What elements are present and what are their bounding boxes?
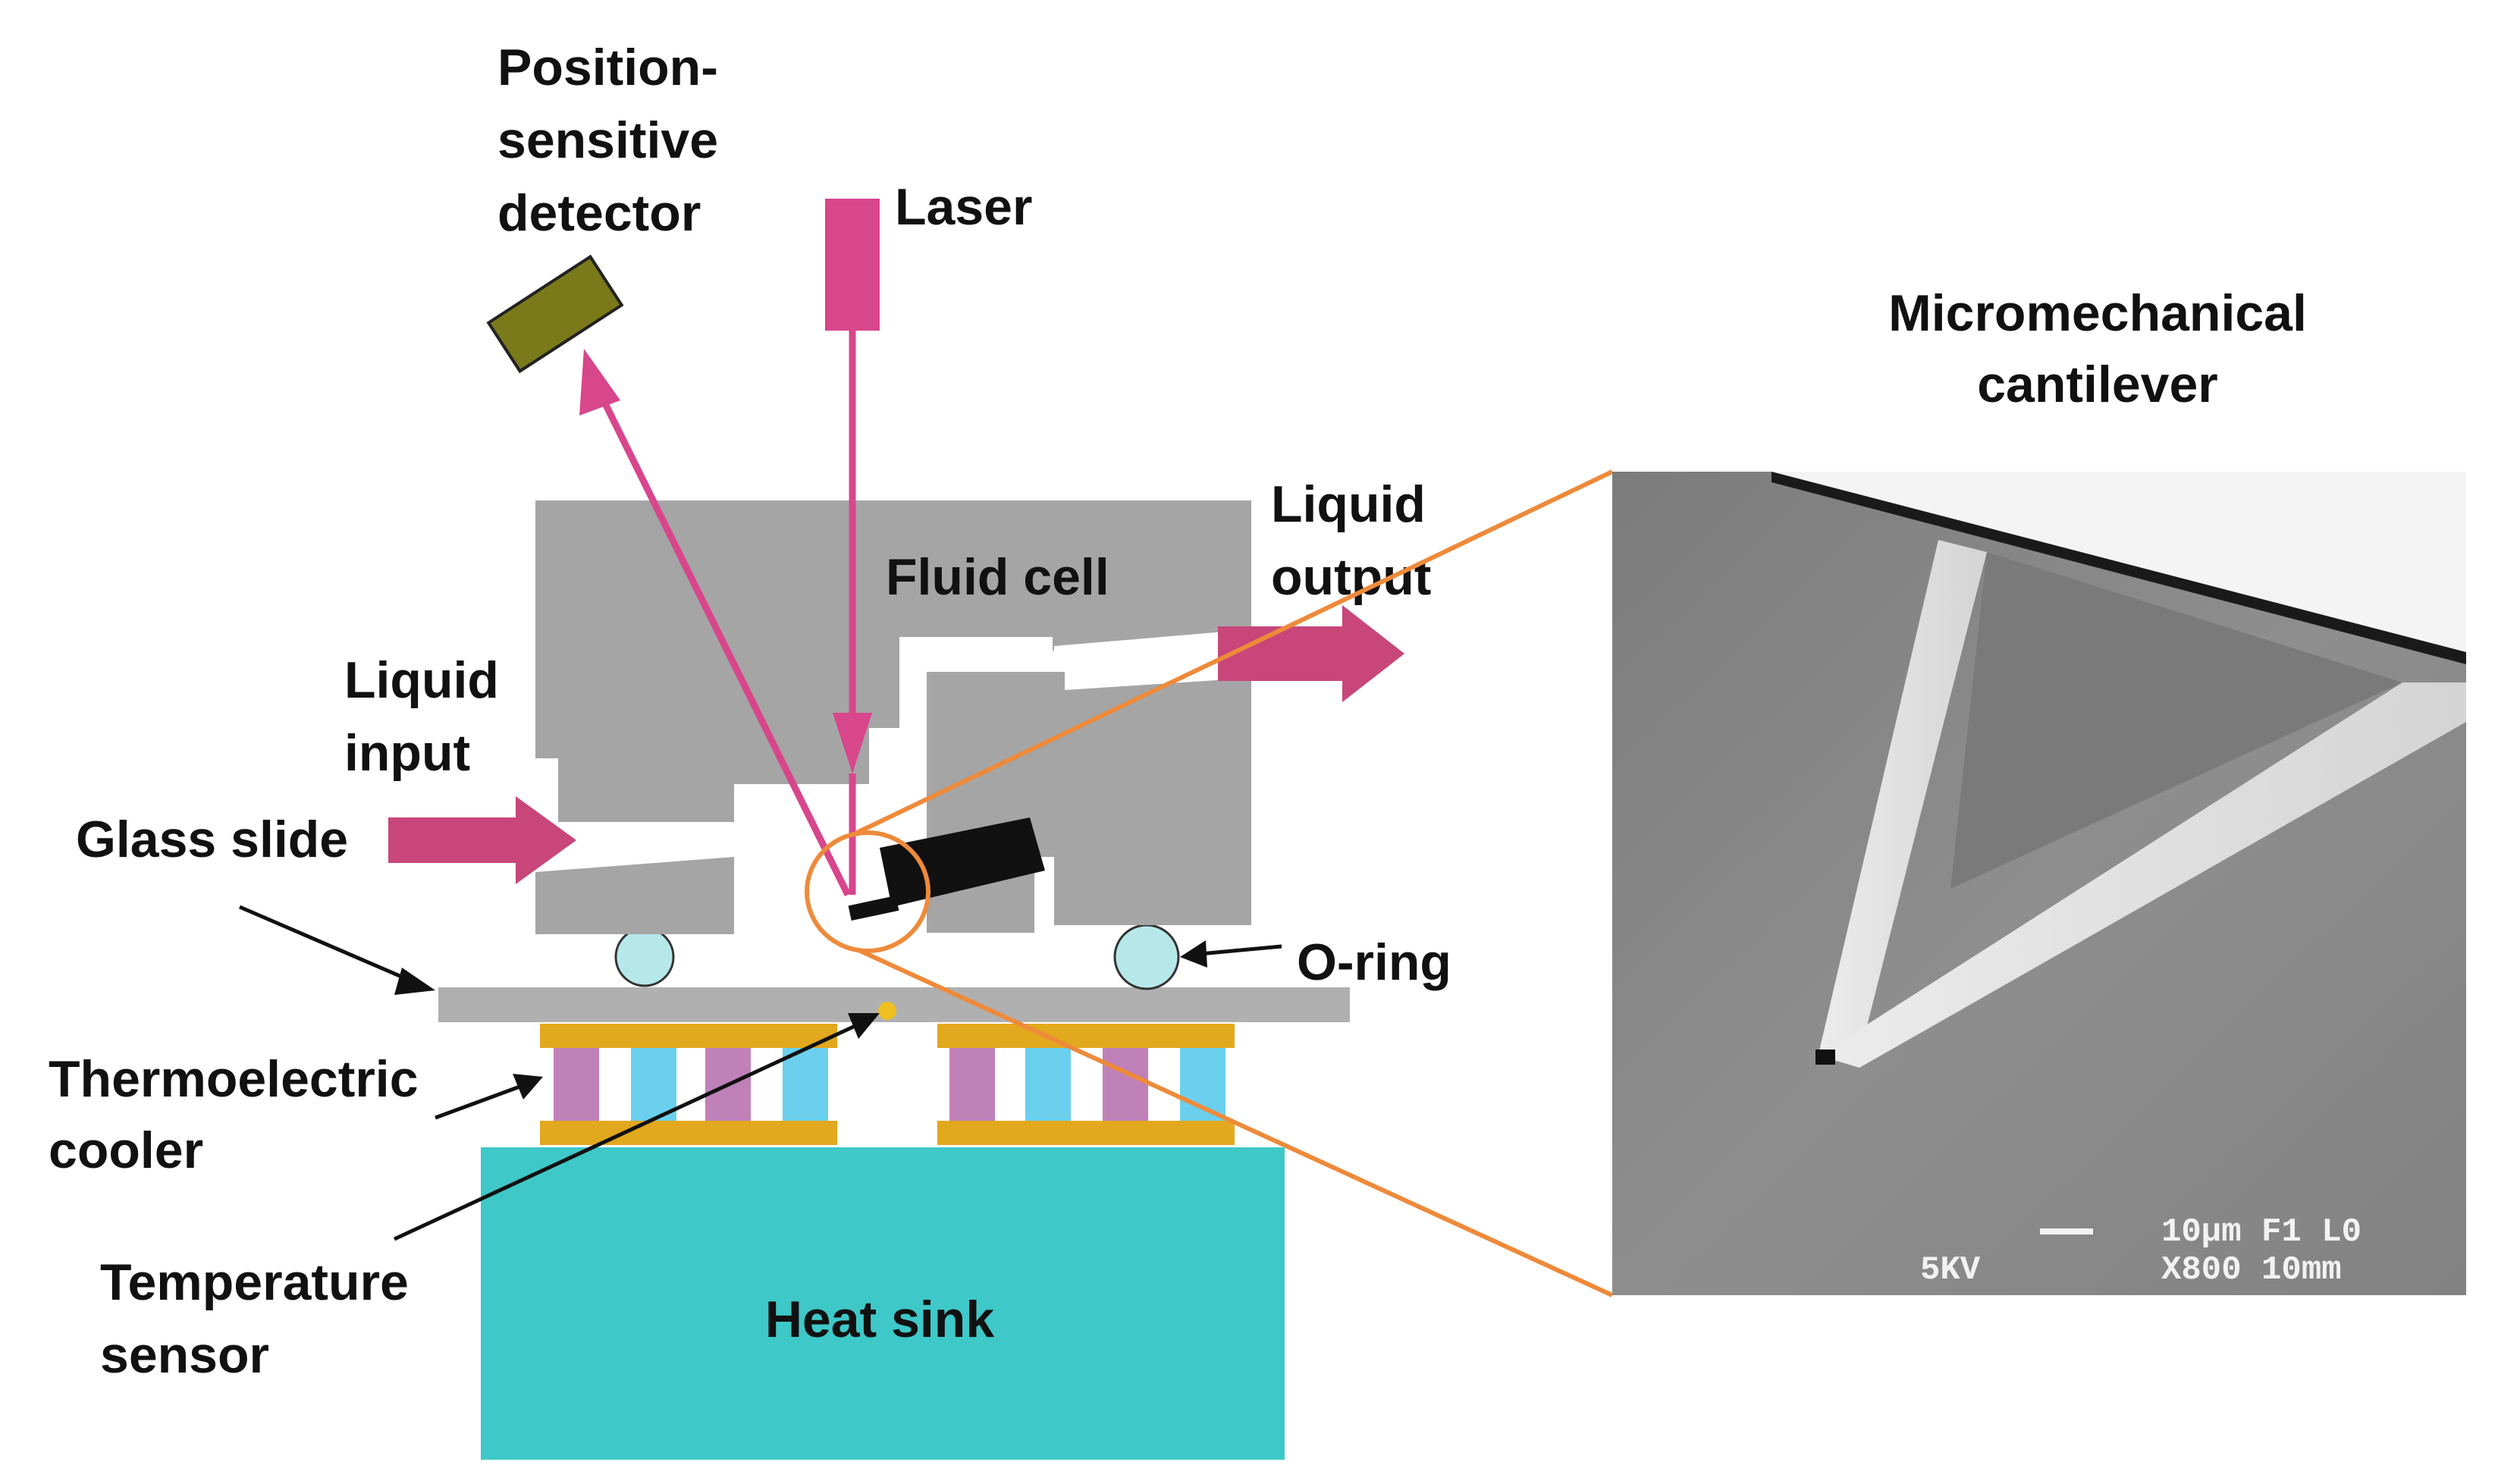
cantilever-tip — [848, 896, 899, 921]
label-o-ring: O-ring — [1297, 933, 1451, 991]
label-psd-line3: detector — [497, 184, 701, 242]
label-liquid-input-line2: input — [344, 724, 470, 782]
label-psd-line1: Position- — [497, 39, 718, 96]
cantilever-chip — [880, 817, 1045, 907]
reflected-beam — [579, 349, 852, 896]
liquid-input-arrow — [388, 796, 576, 884]
label-liquid-output-line1: Liquid — [1271, 475, 1426, 533]
label-cantilever-line2: cantilever — [1977, 356, 2218, 413]
temperature-sensor — [878, 1002, 896, 1020]
label-temp-sensor-line1: Temperature — [100, 1253, 409, 1311]
label-psd-line2: sensitive — [497, 111, 718, 169]
o-ring-left — [614, 927, 675, 987]
label-heat-sink: Heat sink — [765, 1291, 995, 1348]
o-ring-right — [1113, 924, 1180, 990]
label-tec-line2: cooler — [49, 1122, 203, 1179]
zoom-indicator — [805, 469, 1614, 1297]
liquid-output-arrow — [1218, 605, 1404, 702]
sem-scale-line1: 10µm F1 L0 — [2161, 1213, 2361, 1251]
thermoelectric-cooler — [540, 1024, 1235, 1145]
sem-image-cantilever: 10µm F1 L0 5KV X800 10mm — [1612, 472, 2466, 1295]
o-ring-pointer — [1180, 940, 1282, 968]
label-liquid-input-line1: Liquid — [344, 651, 499, 709]
heat-sink — [481, 1147, 1285, 1460]
label-temp-sensor-line2: sensor — [100, 1326, 269, 1384]
glass-slide-pointer — [239, 905, 435, 995]
position-sensitive-detector — [486, 254, 624, 374]
glass-slide — [438, 987, 1350, 1022]
label-cantilever-line1: Micromechanical — [1888, 284, 2307, 342]
laser-source — [825, 199, 880, 331]
label-glass-slide: Glass slide — [76, 811, 348, 868]
sem-scale-line2-right: X800 10mm — [2161, 1251, 2342, 1289]
label-tec-line1: Thermoelectric — [49, 1050, 419, 1108]
temperature-sensor-pointer — [393, 1013, 880, 1241]
tec-pointer — [435, 1074, 543, 1120]
label-fluid-cell: Fluid cell — [886, 548, 1109, 606]
label-laser: Laser — [895, 178, 1032, 236]
sem-scale-line2-left: 5KV — [1920, 1251, 1981, 1289]
